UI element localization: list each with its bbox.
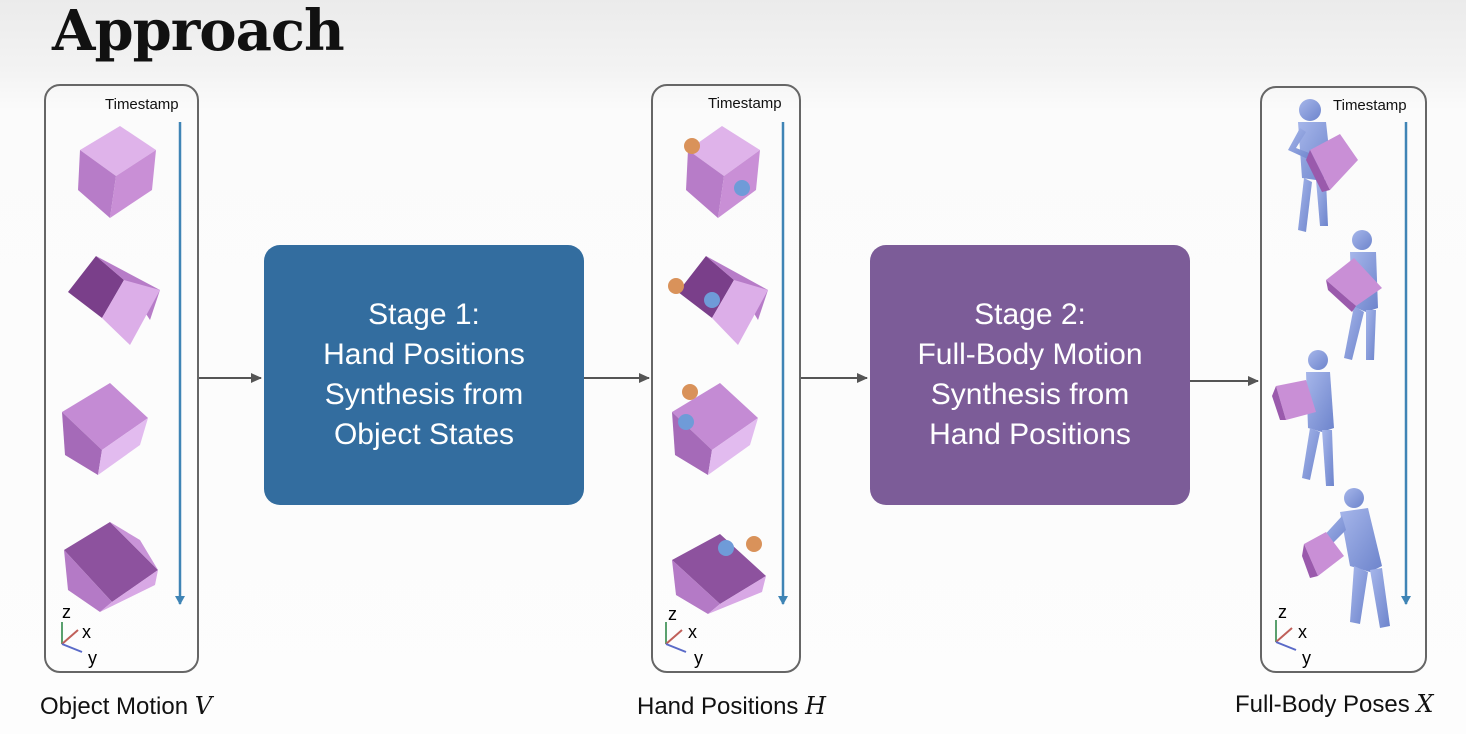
stage-1-line-2: Hand Positions [323, 338, 525, 371]
axis-x-label-3: x [1298, 622, 1307, 642]
left-hand-marker [684, 138, 700, 154]
axis-x-label-2: x [688, 622, 697, 642]
left-hand-marker [746, 536, 762, 552]
axis-x-label-1: x [82, 622, 91, 642]
hand-cube-2 [668, 256, 768, 345]
axis-z-label-3: z [1278, 602, 1287, 622]
caption-full-body-poses-text: Full-Body Poses [1235, 691, 1410, 718]
right-hand-marker [734, 180, 750, 196]
caption-object-motion-text: Object Motion [40, 693, 189, 720]
left-hand-marker [682, 384, 698, 400]
axis-z-label-1: z [62, 602, 71, 622]
body-figure-3 [1272, 350, 1334, 486]
axis-y-label-2: y [694, 648, 703, 668]
hand-cube-1 [684, 126, 760, 218]
timestamp-label-1: Timestamp [105, 96, 179, 113]
caption-object-motion: Object Motion V [40, 692, 212, 721]
caption-object-motion-var: V [194, 692, 213, 720]
stage-1-line-1: Stage 1: [368, 298, 480, 331]
timestamp-label-2: Timestamp [708, 95, 782, 112]
caption-full-body-poses-var: X [1416, 690, 1434, 718]
stage-1-line-4: Object States [333, 418, 515, 451]
caption-hand-positions-var: H [805, 692, 827, 720]
hand-positions-panel [651, 84, 801, 673]
stage-2-box: Stage 2: Full-Body Motion Synthesis from… [870, 245, 1190, 505]
axis-gizmo-1 [61, 622, 83, 653]
axis-y-label-1: y [88, 648, 97, 668]
object-cube-1 [78, 126, 156, 218]
body-figure-2 [1326, 230, 1382, 360]
stage-2-line-1: Stage 2: [974, 298, 1086, 331]
axis-z-label-2: z [668, 604, 677, 624]
body-figure-1 [1288, 99, 1358, 232]
stage-1-box: Stage 1: Hand Positions Synthesis from O… [264, 245, 584, 505]
hand-cube-3 [672, 383, 758, 475]
hand-cube-4 [672, 534, 766, 614]
stage-1-line-3: Synthesis from [324, 378, 524, 411]
object-cube-4 [64, 522, 158, 612]
axis-gizmo-3 [1275, 620, 1297, 651]
full-body-poses-panel [1260, 86, 1427, 673]
right-hand-marker [678, 414, 694, 430]
caption-hand-positions: Hand Positions H [637, 692, 826, 721]
right-hand-marker [718, 540, 734, 556]
stage-2-line-2: Full-Body Motion [917, 338, 1143, 371]
right-hand-marker [704, 292, 720, 308]
axis-gizmo-2 [665, 622, 687, 653]
slide-title: Approach [52, 0, 345, 64]
timestamp-label-3: Timestamp [1333, 97, 1407, 114]
caption-hand-positions-text: Hand Positions [637, 693, 799, 720]
object-cube-2 [68, 256, 160, 345]
stage-2-line-3: Synthesis from [930, 378, 1130, 411]
left-hand-marker [668, 278, 684, 294]
object-cube-3 [62, 383, 148, 475]
caption-full-body-poses: Full-Body Poses X [1235, 690, 1434, 719]
stage-2-line-4: Hand Positions [929, 418, 1131, 451]
object-motion-panel [44, 84, 199, 673]
body-figure-4 [1302, 488, 1390, 628]
axis-y-label-3: y [1302, 648, 1311, 668]
